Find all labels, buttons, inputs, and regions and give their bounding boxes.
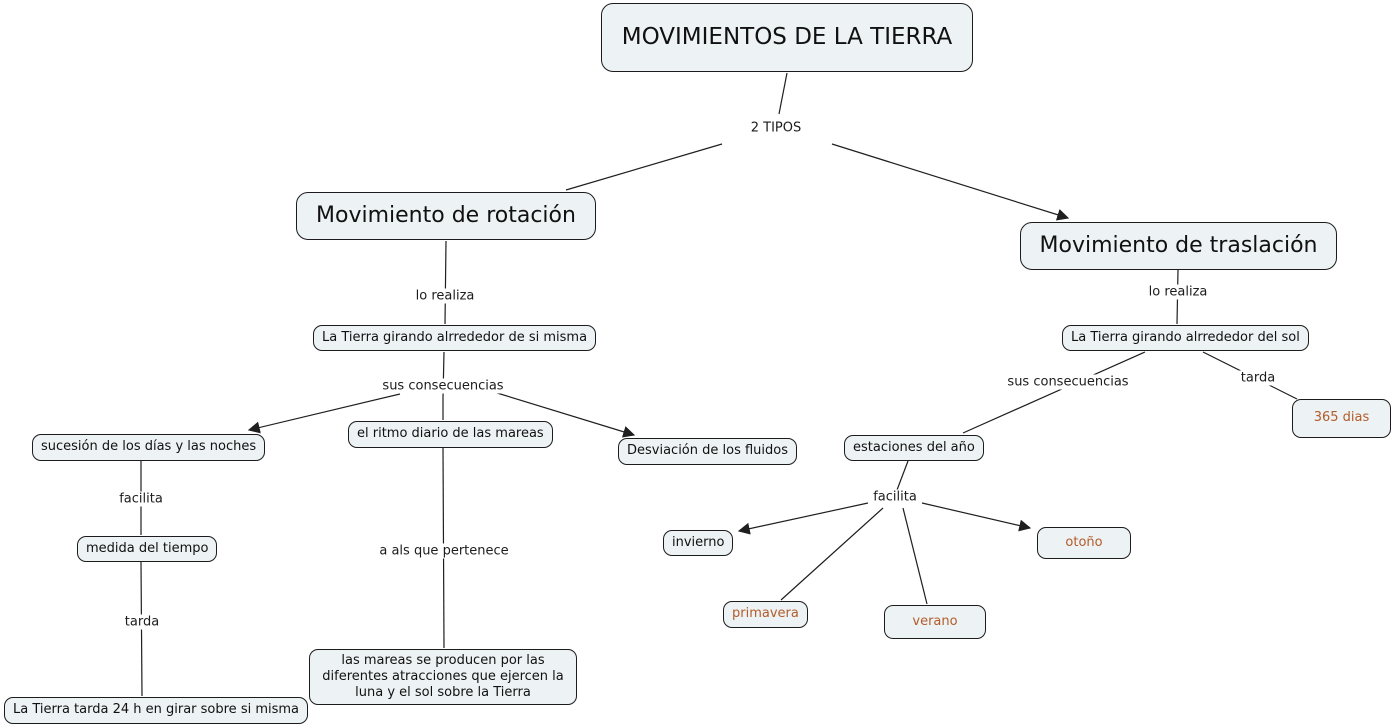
node-title[interactable]: MOVIMIENTOS DE LA TIERRA <box>601 3 973 72</box>
node-primavera[interactable]: primavera <box>723 601 808 628</box>
edge-fork-to-sucesion <box>247 393 401 434</box>
node-365-dias[interactable]: 365 dias <box>1292 399 1391 438</box>
edge-label-facilita-left: facilita <box>115 491 167 507</box>
edge-tierra-sol-to-estaciones <box>962 351 1146 434</box>
edge-label-sus-consecuencias-right: sus consecuencias <box>1003 374 1133 390</box>
edge-title-to-2tipos <box>778 72 788 115</box>
edge-2tipos-to-rotacion <box>565 143 723 191</box>
edge-fork-to-desviacion <box>496 392 636 438</box>
edge-label-tarda-right: tarda <box>1236 370 1280 386</box>
node-estaciones-del-ano[interactable]: estaciones del año <box>844 435 984 461</box>
edge-facilita-to-verano <box>902 507 928 605</box>
edge-label-facilita-right: facilita <box>869 489 921 505</box>
edge-label-2-tipos: 2 TIPOS <box>746 120 806 136</box>
node-invierno[interactable]: invierno <box>663 530 734 556</box>
edge-label-a-als-que-pertenece: a als que pertenece <box>375 543 513 559</box>
node-movimiento-traslacion[interactable]: Movimiento de traslación <box>1020 222 1337 270</box>
node-otono[interactable]: otoño <box>1037 527 1131 559</box>
node-ritmo-diario-mareas[interactable]: el ritmo diario de las mareas <box>348 421 553 448</box>
node-mareas-explicacion[interactable]: las mareas se producen por las diferente… <box>309 649 577 705</box>
edge-estaciones-to-facilita <box>896 460 909 491</box>
edge-label-lo-realiza-left: lo realiza <box>411 288 479 304</box>
node-tierra-tarda-24h[interactable]: La Tierra tarda 24 h en girar sobre si m… <box>4 697 309 724</box>
node-tierra-girando-sol[interactable]: La Tierra girando alrrededor del sol <box>1062 325 1309 351</box>
edge-label-sus-consecuencias-left: sus consecuencias <box>378 378 508 394</box>
node-sucesion-dias-noches[interactable]: sucesión de los días y las noches <box>32 434 266 461</box>
node-desviacion-fluidos[interactable]: Desviación de los fluidos <box>618 438 798 465</box>
edge-label-lo-realiza-right: lo realiza <box>1144 284 1212 300</box>
edge-2tipos-to-traslacion <box>831 143 1070 221</box>
edge-rotacion-to-tierra-si-misma <box>444 240 447 325</box>
edge-facilita-to-otono <box>921 502 1032 532</box>
node-verano[interactable]: verano <box>884 605 986 639</box>
node-movimiento-rotacion[interactable]: Movimiento de rotación <box>296 192 596 240</box>
node-tierra-girando-si-misma[interactable]: La Tierra girando alrrededor de si misma <box>313 325 597 351</box>
edge-facilita-to-primavera <box>780 507 884 601</box>
node-medida-del-tiempo[interactable]: medida del tiempo <box>77 536 218 562</box>
edge-facilita-to-invierno <box>737 502 869 535</box>
edge-label-tarda-left: tarda <box>120 614 164 630</box>
